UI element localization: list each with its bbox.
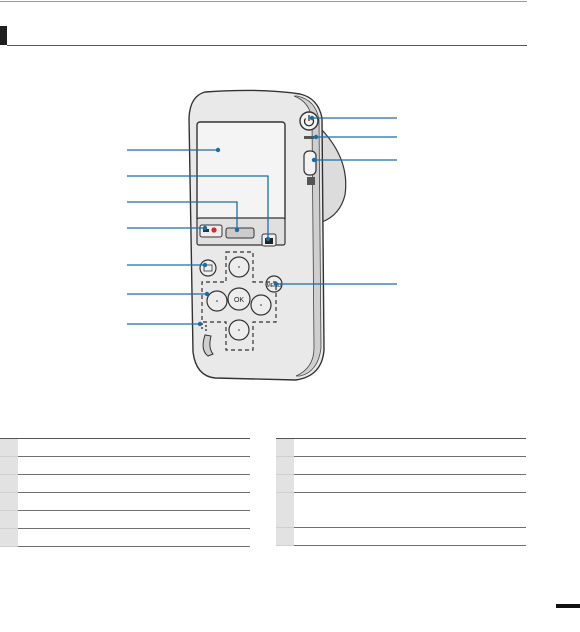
- table-row: [276, 456, 526, 475]
- power-icon: [303, 118, 315, 127]
- table-row: [0, 438, 250, 457]
- legend-table-right: [276, 438, 526, 546]
- callout-dots: [197, 115, 319, 327]
- legend-table-left: [0, 438, 250, 547]
- callout-photo: [127, 175, 269, 239]
- zoom-lever[interactable]: [225, 227, 255, 239]
- record-dot-icon: [211, 227, 217, 233]
- dpad-outline: [201, 251, 277, 351]
- lens-housing: [321, 128, 347, 223]
- hdmi-label-block: [307, 177, 315, 185]
- playback-button[interactable]: [199, 259, 217, 277]
- table-row: [276, 527, 526, 546]
- table-row: [0, 492, 250, 511]
- ok-label: OK: [234, 297, 244, 304]
- table-row: [0, 510, 250, 529]
- table-row: [0, 528, 250, 547]
- jack-cover-button[interactable]: [303, 150, 317, 176]
- table-row: [276, 492, 526, 528]
- table-row: [276, 438, 526, 457]
- section-marker: [0, 26, 7, 45]
- lcd-screen: [196, 121, 286, 223]
- charge-lamp: [304, 136, 314, 139]
- camera-icon: [265, 238, 273, 244]
- page-tab-marker: [556, 604, 580, 608]
- record-icon: [203, 229, 209, 232]
- camcorder-diagram: MENU OK: [127, 89, 397, 381]
- callout-lines: [127, 117, 397, 325]
- section-rule: [7, 45, 527, 46]
- callout-zoom: [127, 201, 238, 230]
- menu-label: MENU: [267, 283, 282, 289]
- playback-icon: [203, 264, 213, 272]
- ok-button[interactable]: [227, 287, 251, 311]
- table-row: [0, 456, 250, 475]
- top-rule: [0, 1, 527, 2]
- table-row: [0, 474, 250, 493]
- table-row: [276, 474, 526, 493]
- strap-hook: [202, 334, 214, 357]
